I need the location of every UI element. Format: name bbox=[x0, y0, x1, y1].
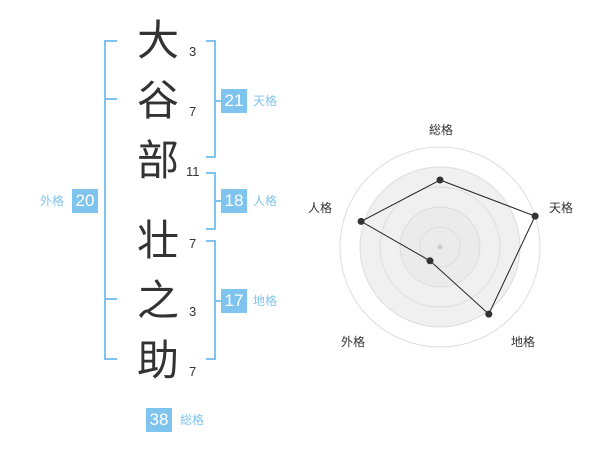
gaikaku-bracket-top bbox=[104, 40, 117, 42]
radar-point-5 bbox=[357, 217, 365, 225]
gaikaku-value: 20 bbox=[72, 189, 98, 213]
name-char-4: 壮 bbox=[136, 216, 179, 265]
tenkaku-label: 天格 bbox=[253, 94, 278, 108]
stroke-count-1: 3 bbox=[189, 44, 197, 59]
radar-axis-label-soukaku: 総格 bbox=[429, 122, 453, 137]
stroke-count-5: 3 bbox=[189, 304, 197, 319]
radar-axis-label-jinkaku: 人格 bbox=[308, 200, 332, 215]
chikaku-bracket-bottom bbox=[206, 358, 216, 360]
radar-center-point bbox=[437, 244, 443, 250]
stroke-count-6: 7 bbox=[189, 364, 197, 379]
radar-axis-label-tenkaku: 天格 bbox=[549, 200, 573, 215]
stroke-count-2: 7 bbox=[189, 104, 197, 119]
gaikaku-bracket-vertical bbox=[104, 40, 106, 360]
radar-point-3 bbox=[485, 310, 493, 318]
jinkaku-connector bbox=[214, 200, 222, 202]
gaikaku-label: 外格 bbox=[40, 194, 65, 208]
tenkaku-connector bbox=[214, 100, 222, 102]
tenkaku-bracket-top bbox=[206, 40, 216, 42]
radar-point-2 bbox=[531, 212, 539, 220]
gaikaku-bracket-bottom bbox=[104, 358, 117, 360]
jinkaku-label: 人格 bbox=[253, 194, 278, 208]
radar-point-1 bbox=[436, 176, 444, 184]
chikaku-value: 17 bbox=[221, 289, 247, 313]
name-char-3: 部 bbox=[136, 136, 179, 185]
gaikaku-bracket-tick-1 bbox=[104, 98, 117, 100]
radar-data-polygon bbox=[360, 179, 536, 315]
chikaku-label: 地格 bbox=[253, 294, 278, 308]
gaikaku-bracket-tick-2 bbox=[104, 298, 117, 300]
radar-axis-label-chikaku: 地格 bbox=[511, 334, 535, 349]
jinkaku-bracket-top bbox=[206, 172, 216, 174]
soukaku-label: 総格 bbox=[180, 413, 205, 427]
tenkaku-value: 21 bbox=[221, 89, 247, 113]
radar-axis-label-gaikaku: 外格 bbox=[341, 334, 365, 349]
chikaku-connector bbox=[214, 300, 222, 302]
name-char-5: 之 bbox=[136, 276, 179, 325]
soukaku-value: 38 bbox=[146, 408, 172, 432]
stroke-count-3: 11 bbox=[186, 164, 200, 179]
stroke-count-4: 7 bbox=[189, 236, 197, 251]
name-char-6: 助 bbox=[136, 336, 179, 385]
tenkaku-bracket-bottom bbox=[206, 156, 216, 158]
chikaku-bracket-top bbox=[206, 240, 216, 242]
tenkaku-bracket-vertical bbox=[214, 40, 216, 158]
radar-point-4 bbox=[426, 257, 434, 265]
jinkaku-value: 18 bbox=[221, 189, 247, 213]
jinkaku-bracket-bottom bbox=[206, 228, 216, 230]
name-char-2: 谷 bbox=[136, 76, 179, 125]
name-char-1: 大 bbox=[136, 16, 179, 65]
